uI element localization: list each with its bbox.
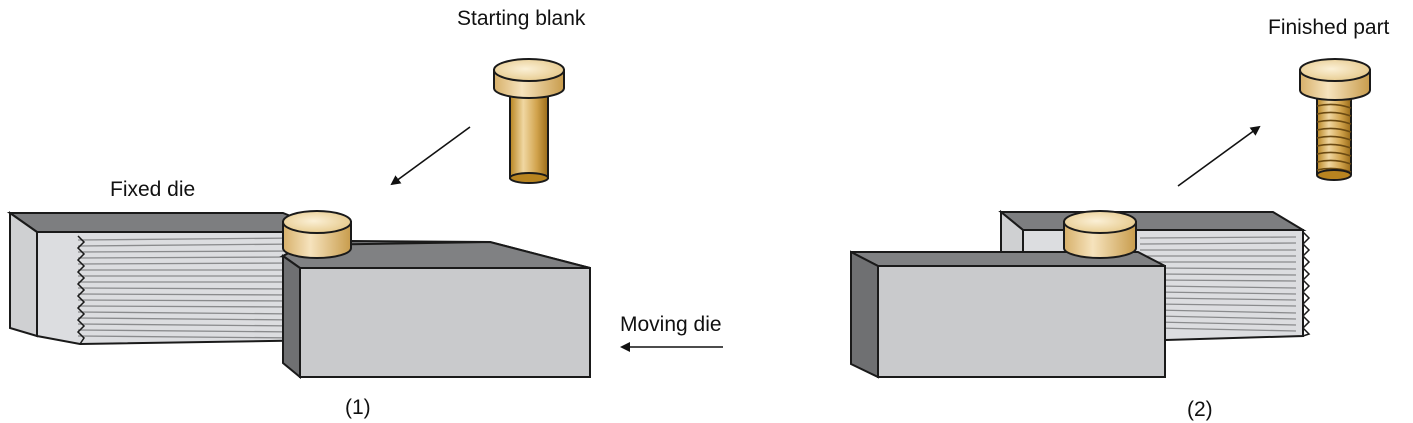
- label-fixed-die: Fixed die: [110, 178, 195, 201]
- label-step-2: (2): [1187, 398, 1213, 421]
- label-finished-part: Finished part: [1268, 16, 1390, 39]
- label-starting-blank: Starting blank: [457, 7, 586, 30]
- workpiece-head-step2: [1063, 210, 1137, 259]
- fixed-die-grooves: [77, 237, 301, 339]
- label-moving-die: Moving die: [620, 313, 722, 336]
- workpiece-head-step1: [282, 210, 352, 259]
- moving-die: [279, 239, 591, 380]
- step-1-group: Starting blank Fixed die Moving die (1): [6, 7, 723, 419]
- fixed-die: [6, 211, 331, 346]
- eject-arrow: [1177, 125, 1261, 187]
- step-2-group: Finished part (2): [850, 16, 1390, 421]
- feed-arrow: [390, 126, 471, 186]
- moving-die-step2: [850, 250, 1166, 379]
- finished-part: [1299, 58, 1371, 181]
- fixed-die-grooves-step2: [1139, 236, 1297, 332]
- starting-blank: [493, 58, 565, 184]
- label-step-1: (1): [345, 396, 371, 419]
